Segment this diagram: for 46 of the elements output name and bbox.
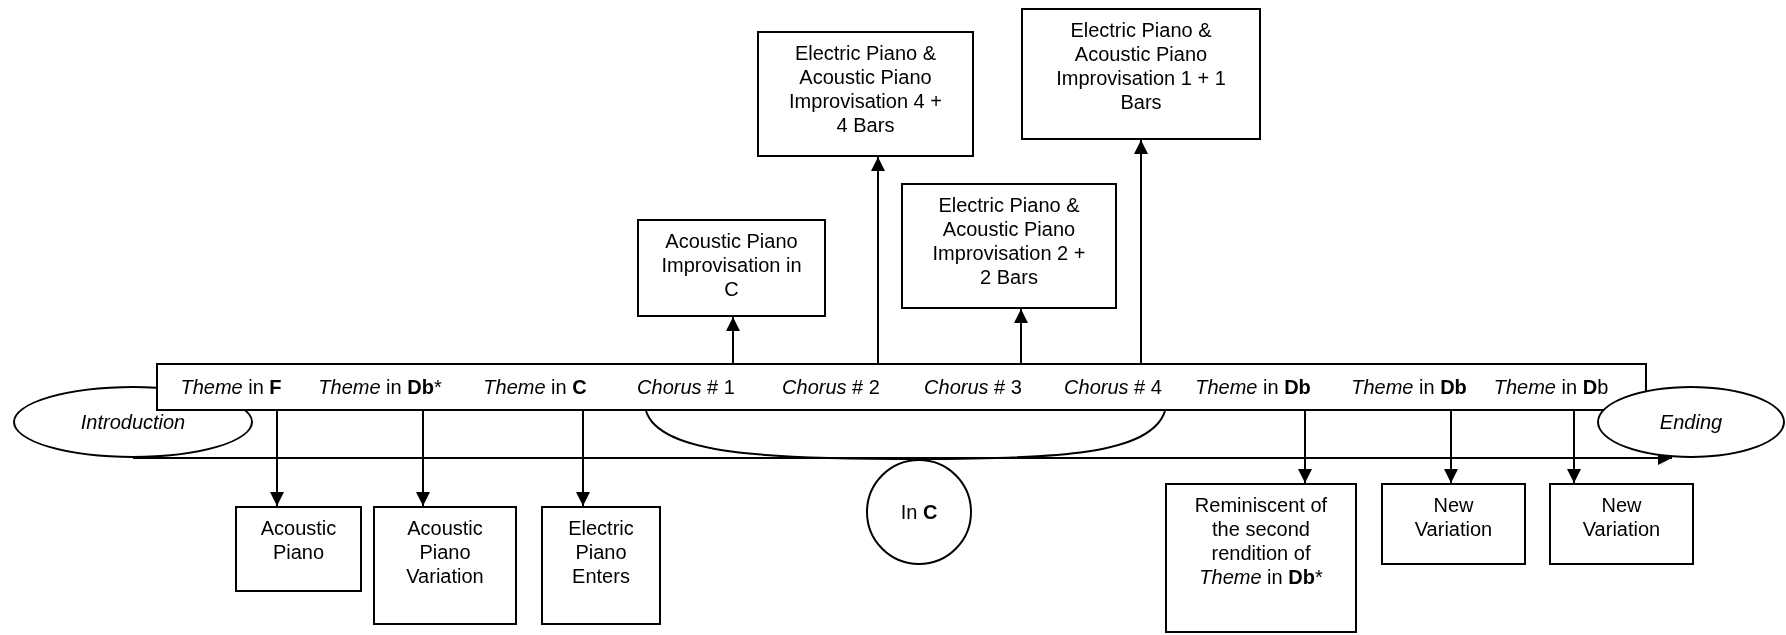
process-box xyxy=(1021,8,1261,140)
box-label: New Variation xyxy=(1413,493,1494,541)
box-label: Electric Piano & Acoustic Piano Improvisation 2 + 2 Bars xyxy=(931,193,1087,289)
section-label: Chorus # 2 xyxy=(782,375,880,399)
arrow xyxy=(270,410,284,507)
bracket-line xyxy=(645,410,920,460)
arrow xyxy=(871,156,885,364)
arrow xyxy=(1298,410,1312,484)
ellipse-label: Ending xyxy=(1659,410,1723,434)
ellipse-label: Introduction xyxy=(80,410,186,434)
arrow xyxy=(1444,410,1458,484)
process-box xyxy=(757,31,974,157)
process-box xyxy=(637,219,826,317)
box-label: Electric Piano Enters xyxy=(567,516,635,588)
section-label: Chorus # 4 xyxy=(1064,375,1162,399)
section-label: Theme in Db xyxy=(1493,375,1609,399)
process-box xyxy=(373,506,517,625)
section-label: Chorus # 1 xyxy=(637,375,735,399)
process-box xyxy=(235,506,362,592)
box-label: Reminiscent of the second rendition of Theme in Db* xyxy=(1193,493,1329,589)
arrow xyxy=(726,316,740,364)
box-label: Acoustic Piano Improvisation in C xyxy=(660,229,803,301)
arrow xyxy=(416,410,430,507)
section-label: Theme in Db* xyxy=(318,375,442,399)
arrow xyxy=(1134,139,1148,364)
process-box xyxy=(1165,483,1357,633)
section-label: Theme in F xyxy=(180,375,282,399)
box-label: Acoustic Piano Variation xyxy=(405,516,485,588)
section-label: Theme in Db xyxy=(1195,375,1311,399)
bracket-line xyxy=(918,410,1166,460)
timeline-band xyxy=(156,363,1647,411)
process-box xyxy=(1381,483,1526,565)
process-box xyxy=(901,183,1117,309)
section-label: Chorus # 3 xyxy=(924,375,1022,399)
arrow xyxy=(576,410,590,507)
process-box xyxy=(541,506,661,625)
ellipse-label: In C xyxy=(900,500,938,524)
section-label: Theme in Db xyxy=(1351,375,1467,399)
box-label: Acoustic Piano xyxy=(259,516,338,564)
arrow xyxy=(1014,308,1028,364)
box-label: Electric Piano & Acoustic Piano Improvisation 1 + 1 Bars xyxy=(1055,18,1227,114)
section-label: Theme in C xyxy=(483,375,587,399)
arrow xyxy=(1567,410,1581,484)
box-label: Electric Piano & Acoustic Piano Improvisation 4 + 4 Bars xyxy=(788,41,943,137)
box-label: New Variation xyxy=(1581,493,1662,541)
process-box xyxy=(1549,483,1694,565)
